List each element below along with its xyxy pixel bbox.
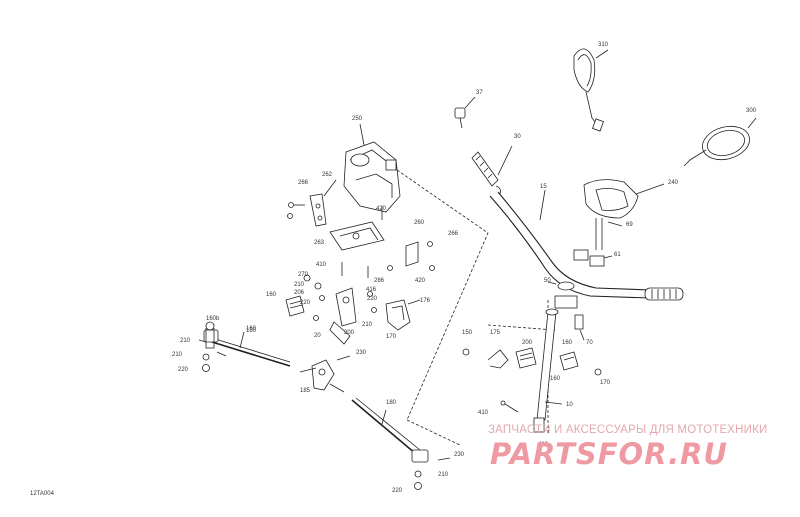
dashed-guide-right xyxy=(487,324,556,331)
steering-gearbox xyxy=(343,123,401,220)
label-200-mid: 200 xyxy=(522,340,533,346)
steering-clamp-50 xyxy=(547,281,578,309)
label-170-left: 170 xyxy=(386,334,397,340)
washers-left-cluster xyxy=(303,274,377,321)
label-416: 416 xyxy=(366,287,377,293)
watermark-banner: ЗАПЧАСТИ И АКСЕССУАРЫ ДЛЯ МОТОТЕХНИКИ PA… xyxy=(488,424,788,472)
label-200-left: 200 xyxy=(344,330,355,336)
label-210-a: 210 xyxy=(294,282,305,288)
tie-rod-upper xyxy=(203,329,291,367)
diagram-reference-code: 12TA004 xyxy=(30,491,54,497)
label-230-a: 230 xyxy=(356,350,367,356)
label-260: 260 xyxy=(414,220,425,226)
label-150: 150 xyxy=(462,330,473,336)
label-180-top: 180 xyxy=(246,328,257,334)
handlebar-grip-left xyxy=(471,145,513,195)
label-263: 263 xyxy=(314,240,325,246)
dashed-guide-mid xyxy=(406,419,461,446)
bracket-260 xyxy=(405,241,435,271)
label-210-d: 210 xyxy=(438,472,449,478)
label-50: 50 xyxy=(544,278,551,284)
label-420-mid: 420 xyxy=(415,278,426,284)
label-175: 175 xyxy=(490,330,501,336)
bolt-37 xyxy=(454,96,476,129)
screws-266-left xyxy=(287,202,305,219)
label-420-top: 420 xyxy=(376,206,387,212)
label-61: 61 xyxy=(614,252,621,258)
mirror-right xyxy=(683,117,757,167)
label-410-lower: 410 xyxy=(478,410,489,416)
watermark-logo: PARTSFOR.RU xyxy=(490,437,728,471)
label-15: 15 xyxy=(540,184,547,190)
handlebar-grip-right xyxy=(644,287,684,301)
label-230-b: 230 xyxy=(454,452,465,458)
bolt-410-lower xyxy=(500,400,519,413)
label-10: 10 xyxy=(566,402,573,408)
label-160-mid: 160 xyxy=(562,340,573,346)
label-220-a: 220 xyxy=(300,300,311,306)
label-69: 69 xyxy=(626,222,633,228)
watermark-tagline: ЗАПЧАСТИ И АКСЕССУАРЫ ДЛЯ МОТОТЕХНИКИ xyxy=(488,424,768,436)
label-240: 240 xyxy=(668,180,679,186)
bracket-70 xyxy=(574,314,585,341)
label-170-right: 170 xyxy=(600,380,611,386)
label-210-b: 210 xyxy=(362,322,373,328)
lower-arm-185 xyxy=(299,359,345,393)
label-160-left: 160 xyxy=(266,292,277,298)
label-250: 250 xyxy=(352,116,363,122)
label-160b: 160b xyxy=(206,316,220,322)
label-410-top: 410 xyxy=(316,262,327,268)
label-70: 70 xyxy=(586,340,593,346)
label-180-bottom: 180 xyxy=(386,400,397,406)
label-176: 176 xyxy=(420,298,431,304)
pitman-arm xyxy=(329,287,357,345)
mount-plate-263 xyxy=(329,221,385,251)
handlebar-pad xyxy=(583,179,665,219)
label-220-c: 220 xyxy=(178,367,189,373)
label-160-right: 160 xyxy=(550,376,561,382)
label-266-right: 266 xyxy=(448,231,459,237)
label-410-bottom: 410 xyxy=(538,442,549,448)
label-37: 37 xyxy=(476,90,483,96)
label-30: 30 xyxy=(514,134,521,140)
mirror-left xyxy=(573,48,609,132)
dashed-guide-left xyxy=(396,169,489,421)
label-210-c: 210 xyxy=(180,338,191,344)
label-266-top: 266 xyxy=(298,180,309,186)
label-185: 185 xyxy=(300,388,311,394)
handlebar xyxy=(489,189,651,299)
bracket-175 xyxy=(462,348,602,376)
ball-joint-160b xyxy=(198,321,215,372)
bracket-176 xyxy=(385,299,421,331)
bolts-69 xyxy=(595,218,623,250)
label-20: 20 xyxy=(314,333,321,339)
bearing-block-mid xyxy=(515,347,537,369)
label-210-e: 210 xyxy=(172,352,183,358)
steering-column xyxy=(533,308,563,433)
label-286: 286 xyxy=(374,278,385,284)
bearing-block-left xyxy=(285,295,305,317)
bolts-410-upper xyxy=(341,262,393,278)
bearing-block-right xyxy=(559,351,579,371)
label-220-b: 220 xyxy=(367,296,378,302)
label-206: 206 xyxy=(294,290,305,296)
bracket-262 xyxy=(309,179,337,227)
label-270: 270 xyxy=(298,272,309,278)
label-220-d: 220 xyxy=(392,488,403,494)
cotter-pins xyxy=(216,351,451,461)
label-310: 310 xyxy=(598,42,609,48)
clamp-61 xyxy=(573,249,613,267)
tie-rod-lower xyxy=(351,397,429,490)
label-300: 300 xyxy=(746,108,757,114)
label-262: 262 xyxy=(322,172,333,178)
label-160-top: 160 xyxy=(246,326,257,332)
